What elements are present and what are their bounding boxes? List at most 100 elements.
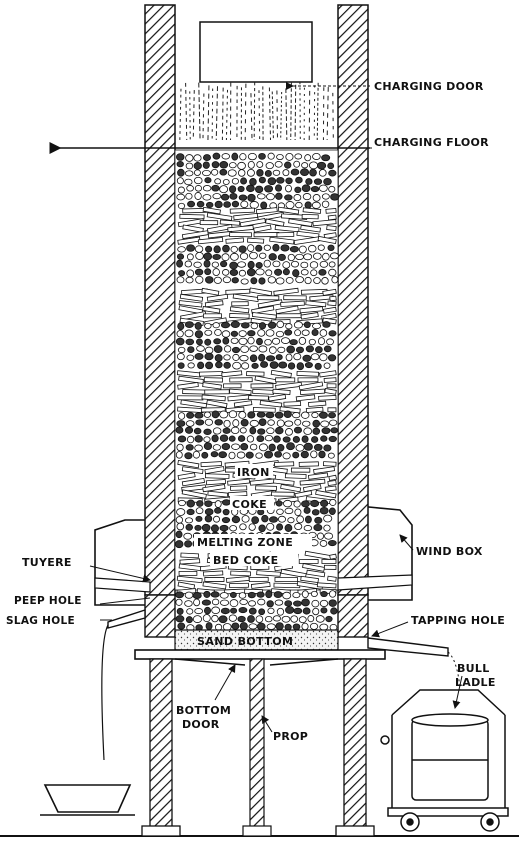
- coke-lump: [256, 161, 264, 168]
- coke-lump: [203, 606, 212, 615]
- coke-lump: [241, 515, 250, 523]
- coke-lump: [256, 591, 265, 598]
- coke-lump: [312, 152, 321, 160]
- pig-iron-piece: [197, 237, 224, 245]
- coke-lump: [205, 245, 213, 253]
- coke-lump: [303, 525, 313, 532]
- coke-lump: [227, 169, 237, 177]
- coke-lump: [184, 170, 194, 177]
- slag-stream: [101, 624, 109, 761]
- coke-lump: [266, 427, 275, 435]
- coke-lump: [202, 194, 212, 201]
- coke-lump: [185, 338, 195, 346]
- coke-lump: [194, 330, 204, 339]
- pig-iron-piece: [276, 313, 302, 319]
- coke-lump: [186, 185, 194, 192]
- coke-lump: [185, 523, 193, 531]
- coke-lump: [265, 269, 273, 277]
- coke-lump: [310, 269, 318, 277]
- coke-lump: [328, 412, 336, 419]
- coke-lump: [264, 338, 272, 346]
- coke-lump: [311, 436, 319, 443]
- pig-iron-piece: [298, 381, 324, 391]
- label-iron: IRON: [237, 466, 270, 479]
- pig-iron-piece: [227, 478, 251, 486]
- coke-lump: [316, 161, 327, 170]
- label-bed-coke: BED COKE: [213, 554, 279, 567]
- coke-lump: [255, 262, 263, 269]
- pig-iron-piece: [319, 370, 337, 378]
- coke-lump: [275, 277, 285, 285]
- coke-lump: [285, 353, 293, 362]
- coke-lump: [261, 514, 269, 523]
- coke-lump: [265, 162, 274, 170]
- coke-lump: [321, 427, 331, 434]
- coke-lump: [176, 607, 184, 615]
- coke-lump: [175, 591, 185, 599]
- coke-lump: [287, 362, 296, 370]
- pig-iron-piece: [202, 306, 221, 314]
- coke-lump: [286, 442, 295, 451]
- pig-iron-piece: [202, 206, 221, 215]
- coke-lump: [222, 337, 230, 345]
- coke-lump: [282, 436, 291, 443]
- coke-lump: [301, 598, 310, 607]
- coke-lump: [320, 499, 329, 508]
- pig-iron-piece: [300, 388, 326, 395]
- coke-lump: [301, 500, 310, 508]
- coke-lump: [321, 193, 330, 200]
- pig-iron-piece: [257, 299, 283, 309]
- support-columns: [141, 658, 375, 837]
- coke-lump: [239, 523, 247, 531]
- coke-lump: [276, 607, 285, 616]
- coke-lump: [289, 339, 298, 346]
- pig-iron-piece: [296, 230, 320, 239]
- coke-lump: [282, 591, 292, 600]
- coke-lump: [175, 615, 185, 623]
- coke-lump: [276, 320, 285, 329]
- coke-lump: [249, 251, 258, 260]
- coke-lump: [293, 426, 303, 434]
- coke-lump: [238, 269, 246, 277]
- coke-lump: [212, 427, 222, 435]
- coke-lump: [285, 428, 293, 436]
- coke-lump: [223, 354, 231, 361]
- coke-lump: [313, 252, 322, 260]
- coke-lump: [176, 193, 185, 201]
- coke-lump: [219, 524, 229, 532]
- pig-iron-piece: [202, 382, 222, 390]
- coke-lump: [212, 322, 220, 329]
- coke-lump: [327, 162, 335, 170]
- coke-lump: [184, 452, 193, 460]
- coke-lump: [274, 451, 283, 458]
- label-bull: BULL: [457, 662, 490, 675]
- pig-iron-piece: [276, 231, 295, 238]
- coke-lump: [177, 435, 187, 443]
- left-hearth-wall: [144, 594, 176, 638]
- coke-lump: [220, 322, 231, 329]
- coke-lump: [329, 419, 338, 426]
- pig-iron-piece: [176, 575, 203, 584]
- coke-lump: [251, 362, 259, 369]
- coke-lump: [305, 178, 313, 185]
- coke-lump: [263, 259, 271, 268]
- pig-iron-piece: [298, 559, 319, 564]
- coke-lump: [211, 598, 220, 606]
- pig-iron-piece: [200, 461, 222, 468]
- coke-lump: [238, 245, 247, 253]
- coke-lump: [305, 345, 315, 353]
- pig-iron-piece: [227, 491, 248, 498]
- coke-lump: [328, 169, 337, 177]
- coke-lump: [266, 193, 275, 201]
- coke-lump: [229, 185, 237, 194]
- pig-iron-piece: [251, 305, 275, 315]
- flame-stroke: [332, 92, 334, 141]
- coke-lump: [224, 345, 232, 353]
- coke-lump: [214, 200, 223, 209]
- pig-iron-piece: [299, 478, 326, 486]
- coke-lump: [246, 268, 256, 277]
- pig-iron-piece: [256, 570, 281, 577]
- pig-iron-piece: [312, 219, 337, 227]
- coke-lump: [310, 590, 318, 597]
- pig-iron-piece: [280, 300, 305, 307]
